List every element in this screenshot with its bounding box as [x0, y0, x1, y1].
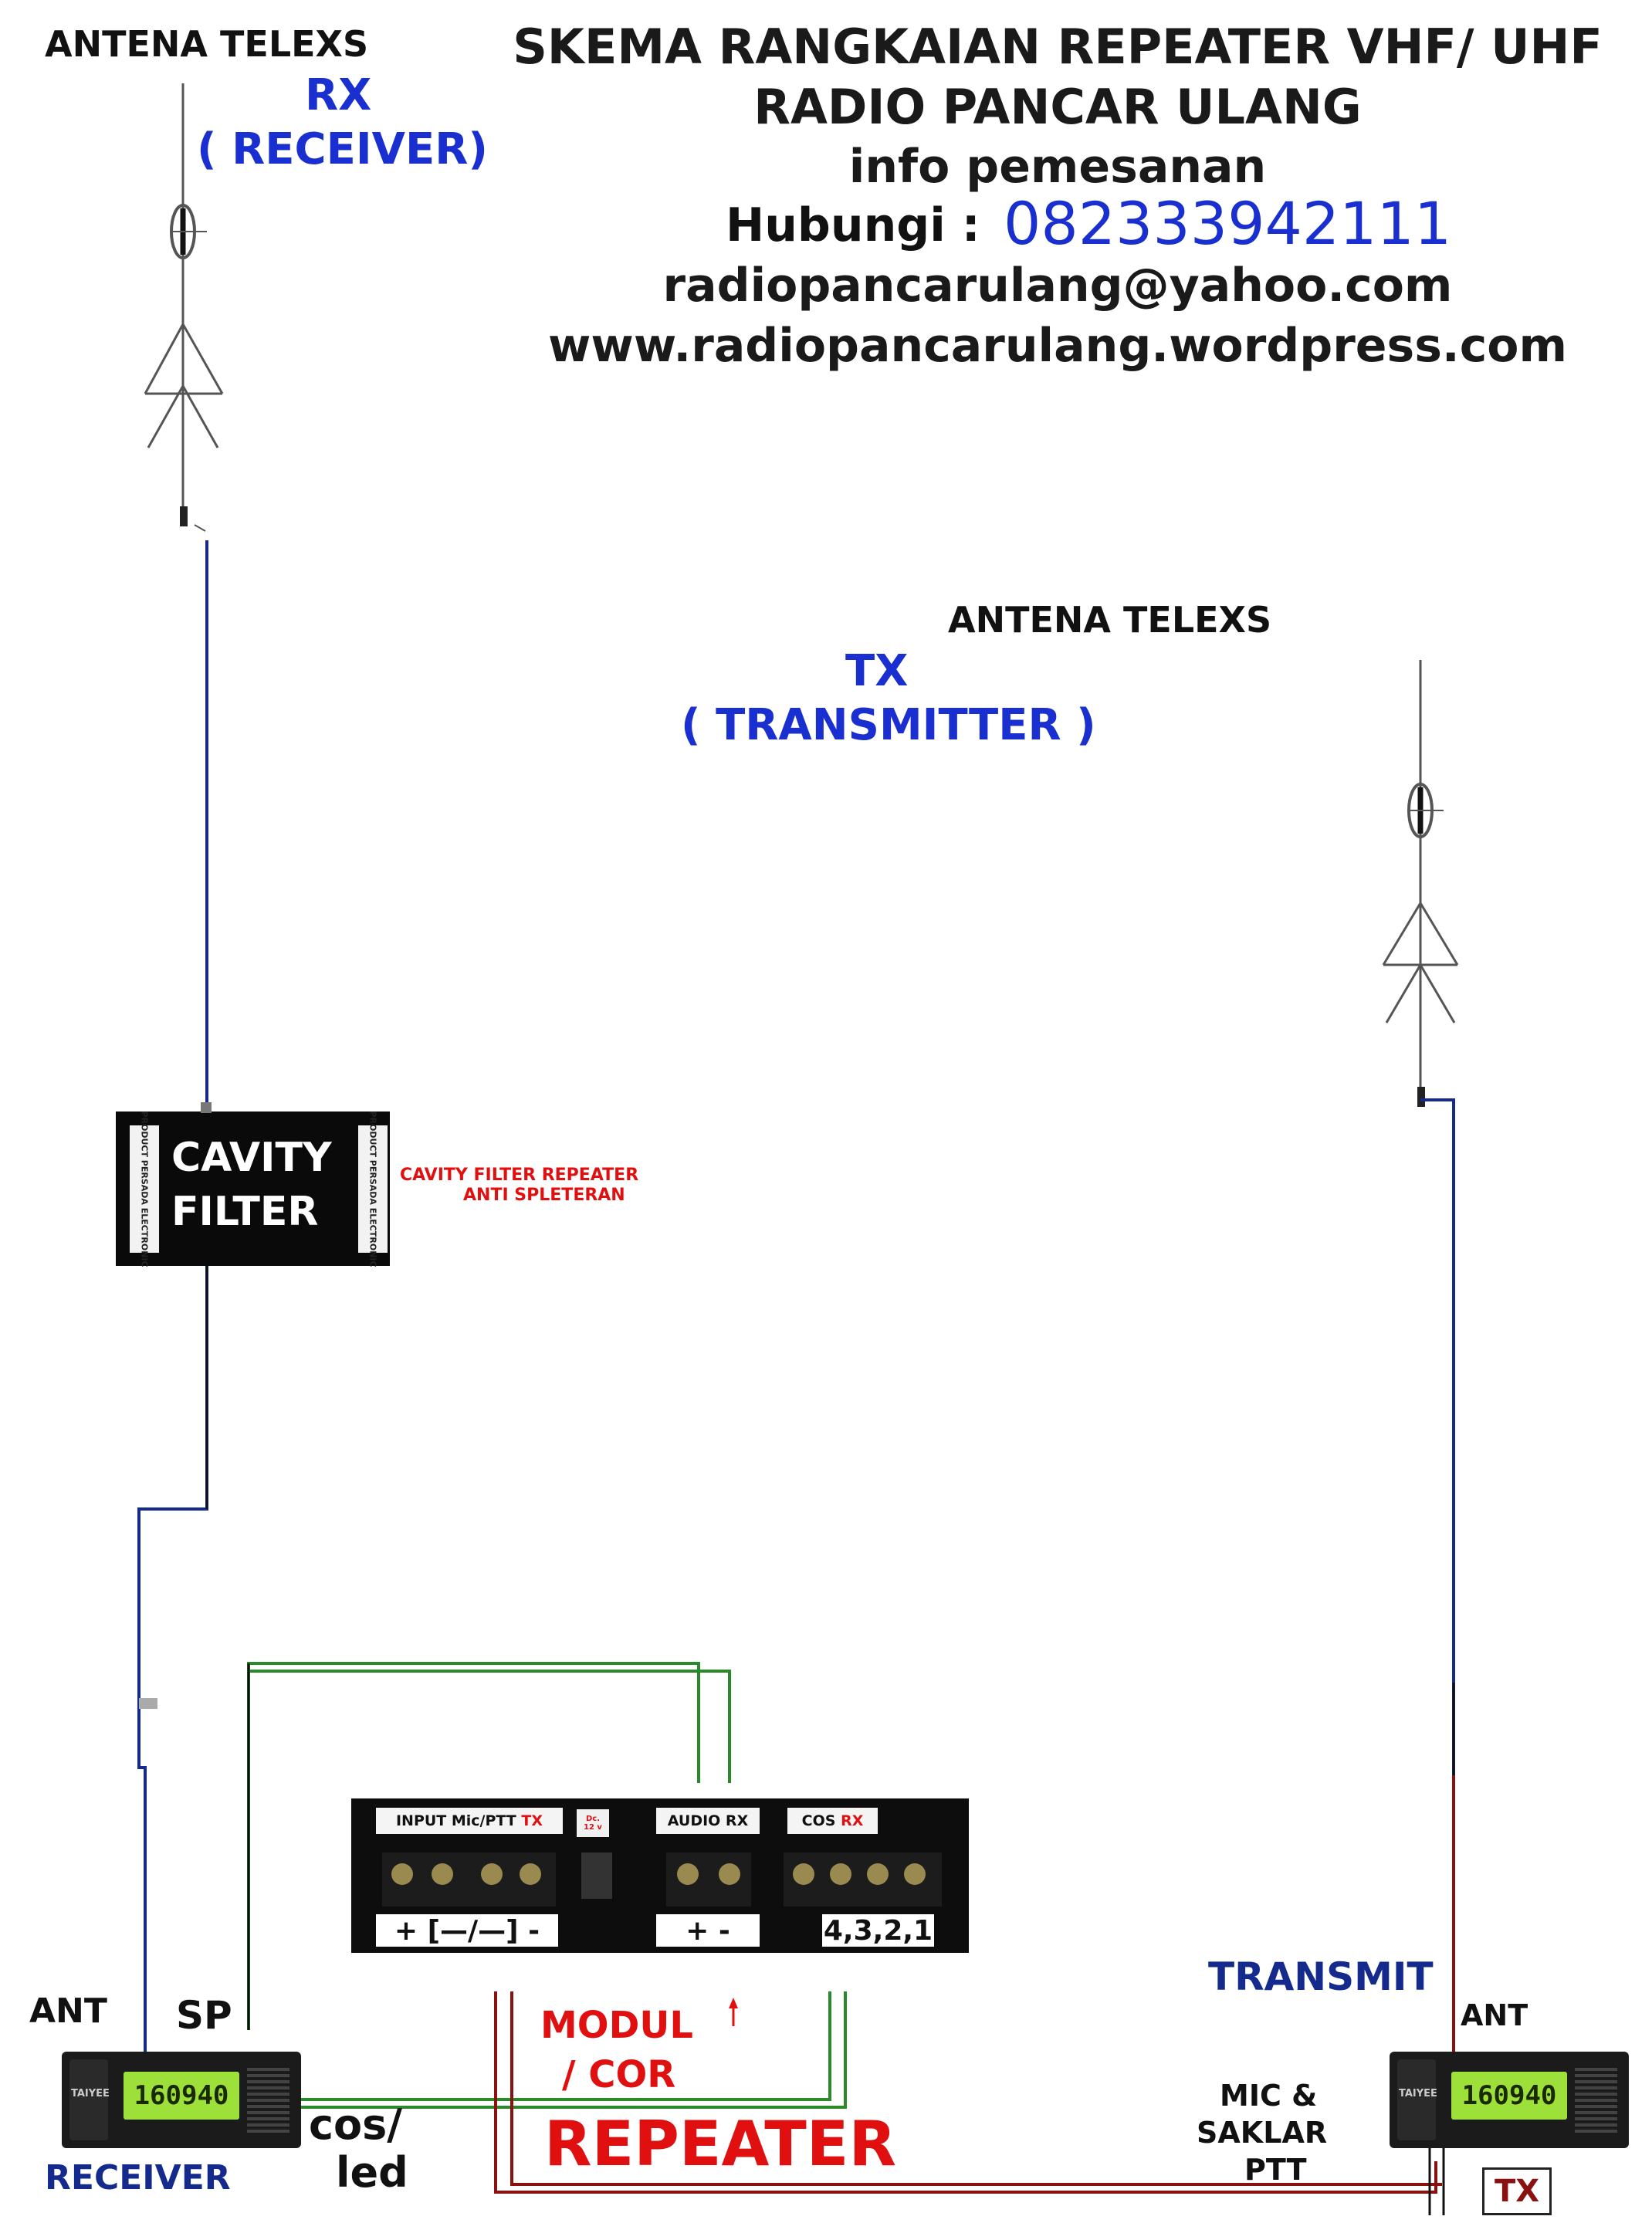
- tx-antenna-title: ANTENA TELEXS: [948, 599, 1272, 641]
- ant-right-label: ANT: [1461, 1998, 1528, 2032]
- transmitter-brand: TAIYEE: [1399, 2088, 1437, 2100]
- modul-label: MODUL: [540, 2004, 693, 2047]
- transmitter-knob-panel: [1397, 2059, 1436, 2140]
- input-terminal-block: [382, 1852, 556, 1907]
- transmitter-radio: TAIYEE 160940: [1390, 2052, 1629, 2148]
- rx-coax-connector: [139, 1698, 157, 1709]
- cos-led-label-line1: cos/: [309, 2100, 402, 2149]
- phone-number: 082333942111: [1004, 189, 1452, 258]
- rx-coax-wire: [137, 540, 208, 2053]
- mic-label-line2: SAKLAR: [1197, 2116, 1328, 2150]
- rx-antenna-description: ( RECEIVER): [197, 124, 488, 174]
- tx-box-label: TX: [1494, 2174, 1540, 2209]
- input-pin-label: + [—/—] -: [376, 1914, 558, 1947]
- receiver-radio: TAIYEE 160940: [62, 2052, 301, 2148]
- rx-antenna-code: RX: [305, 70, 372, 120]
- transmit-label: TRANSMIT: [1208, 1954, 1434, 1999]
- receiver-knob-panel: [69, 2059, 108, 2140]
- contact-label: Hubungi :: [726, 198, 980, 252]
- cos-led-label-line2: led: [336, 2148, 408, 2197]
- mic-label-line1: MIC &: [1220, 2079, 1318, 2113]
- modul-arrow-head: [729, 1998, 738, 2008]
- page-title: SKEMA RANGKAIAN REPEATER VHF/ UHF: [513, 19, 1603, 75]
- cos-green-wire: [301, 1991, 847, 2109]
- tx-box: TX: [1482, 2167, 1552, 2215]
- transmitter-display: 160940: [1451, 2072, 1567, 2120]
- dc-label: Dc. 12 v: [577, 1809, 609, 1837]
- speaker-label: SP: [176, 1993, 232, 2038]
- cavity-filter-line1: CAVITY: [171, 1135, 332, 1181]
- receiver-label: RECEIVER: [45, 2158, 231, 2198]
- receiver-display: 160940: [124, 2072, 239, 2120]
- audio-rx-label: AUDIO RX: [656, 1808, 760, 1834]
- rx-antenna-drawing: [144, 83, 224, 532]
- page-subtitle: RADIO PANCAR ULANG: [753, 79, 1362, 135]
- cavity-side-label-right: PRODUCT PERSADA ELECTRONIC: [358, 1111, 388, 1267]
- repeater-label: REPEATER: [544, 2108, 897, 2180]
- repeater-module-board: INPUT Mic/PTT TX Dc. 12 v AUDIO RX COS R…: [351, 1798, 969, 1953]
- cavity-filter-line2: FILTER: [171, 1189, 319, 1235]
- cor-label: / COR: [562, 2053, 676, 2096]
- cavity-note-line1: CAVITY FILTER REPEATER: [400, 1166, 639, 1185]
- ptt-red-wire: [494, 1991, 1442, 2194]
- cavity-filter-box: PRODUCT PERSADA ELECTRONIC PRODUCT PERSA…: [116, 1102, 390, 1267]
- website-url: www.radiopancarulang.wordpress.com: [547, 319, 1568, 373]
- transmitter-speaker-grille: [1575, 2067, 1617, 2133]
- info-line: info pemesanan: [848, 140, 1267, 194]
- audio-terminal-block: [666, 1852, 751, 1907]
- receiver-brand: TAIYEE: [71, 2088, 110, 2100]
- email-address: radiopancarulang@yahoo.com: [662, 259, 1453, 313]
- cavity-side-label-left: PRODUCT PERSADA ELECTRONIC: [130, 1111, 159, 1267]
- dc-jack: [581, 1852, 612, 1899]
- cavity-note-line2: ANTI SPLETERAN: [463, 1186, 625, 1205]
- ant-left-label: ANT: [29, 1991, 107, 2031]
- receiver-speaker-grille: [247, 2067, 289, 2133]
- rx-antenna-title: ANTENA TELEXS: [45, 23, 369, 65]
- input-mic-ptt-label: INPUT Mic/PTT TX: [376, 1808, 563, 1834]
- mic-label-line3: PTT: [1244, 2153, 1307, 2187]
- tx-antenna-code: TX: [845, 646, 909, 696]
- speaker-audio-green-wire: [247, 1662, 731, 2030]
- cos-terminal-block: [784, 1852, 942, 1907]
- cos-pin-label: 4,3,2,1: [822, 1914, 934, 1947]
- tx-antenna-description: ( TRANSMITTER ): [681, 700, 1096, 750]
- cavity-connector: [201, 1102, 212, 1113]
- tx-antenna-drawing: [1382, 660, 1459, 1107]
- audio-pin-label: + -: [656, 1914, 760, 1947]
- cos-rx-label: COS RX: [787, 1808, 878, 1834]
- tx-coax-wire: [1420, 1098, 1455, 1775]
